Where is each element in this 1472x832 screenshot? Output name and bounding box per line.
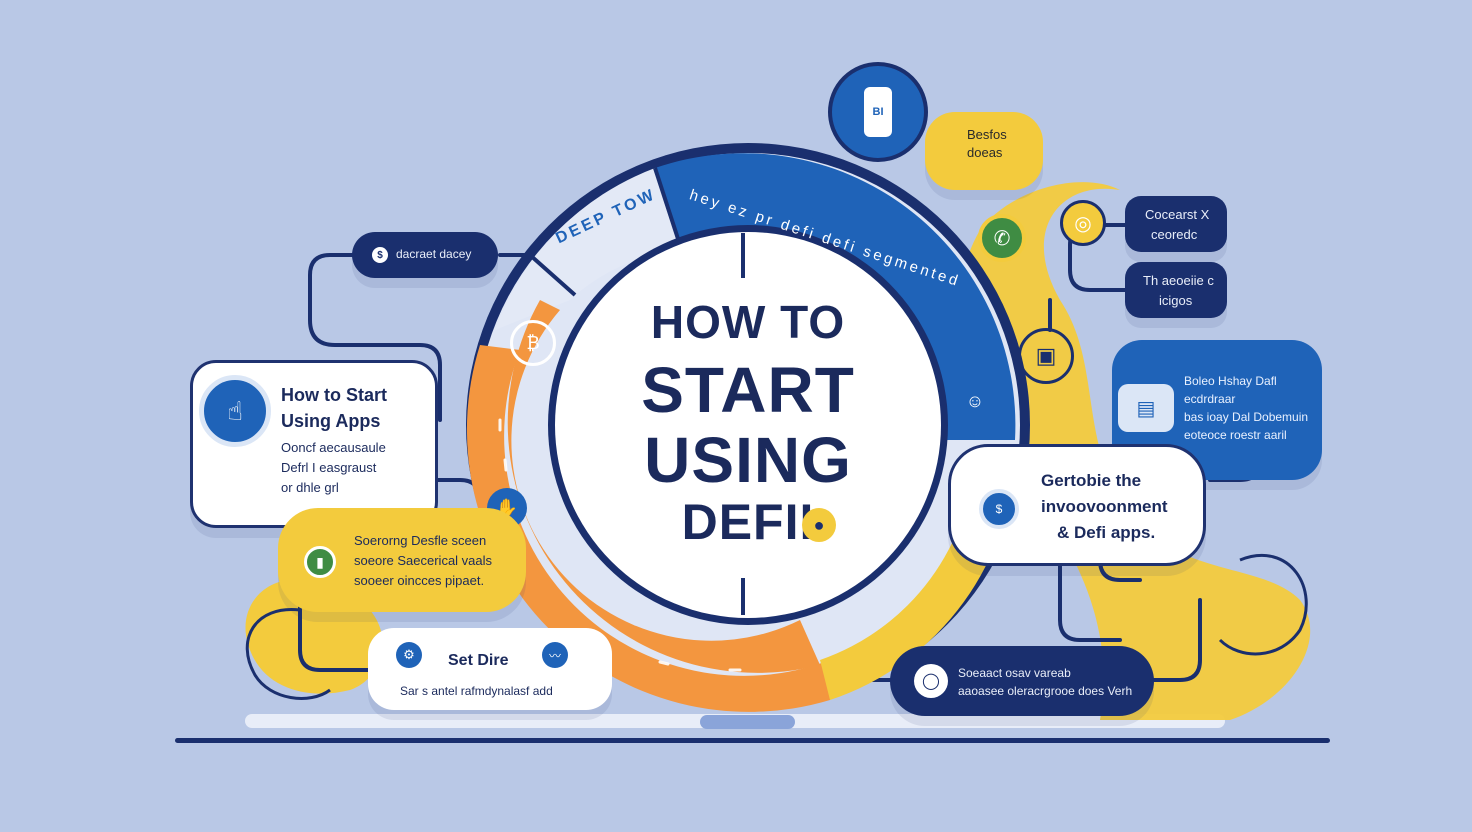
coin-icon: ● [802,508,836,542]
ring-icon: ◯ [914,664,948,698]
title-line-1: HOW TO [650,296,846,348]
how-to-start-body-2: Defrl I easgraust [281,460,377,475]
yellow-left-line-1: Soerorng Desfle sceen [354,533,487,548]
blue-right-line-2: ecdrdraar [1184,392,1236,406]
chart-window-icon: ▣ [1018,328,1074,384]
top-left-pill: $ dacraet dacey [352,232,498,278]
ring-light-segment [495,168,680,330]
get-to-card: $ Gertobie the invoovoonment & Defi apps… [948,444,1206,566]
main-ring [466,143,1030,712]
set-dire-body: Sar s antel rafmdynalasf add [400,684,553,698]
blue-right-line-4: eoteoce roestr aaril [1184,428,1287,442]
dollar-icon: $ [372,247,388,263]
phone-call-icon: ✆ [978,214,1026,262]
get-to-line-2: invoovoonment [1041,497,1168,516]
set-dire-card: ⚙ Set Dire 〰 Sar s antel rafmdynalasf ad… [368,628,612,710]
set-dire-title: Set Dire [448,652,509,669]
how-to-start-body-3: or dhle grl [281,480,339,495]
navy-right-2-line-2: icigos [1159,293,1193,308]
how-to-start-title-2: Using Apps [281,411,381,431]
get-to-line-3: & Defi apps. [1057,523,1156,542]
navy-right-card-1: Cocearst X ceoredc [1125,196,1227,252]
laptop-notch [700,715,795,729]
title-line-3: USING [644,424,852,496]
gear-icon: ⚙ [396,642,422,668]
baseline-line [175,738,1330,743]
orange-coin-icon: ₿ [510,320,556,366]
navy-right-card-2: Th aeoeiie c icigos [1125,262,1227,318]
blue-right-line-1: Boleo Hshay Dafl [1184,374,1277,388]
navy-right-1-line-2: ceoredc [1151,227,1198,242]
navy-right-2-line-1: Th aeoeiie c [1143,273,1214,288]
title-line-4: DEFII [681,494,815,550]
top-yellow-line-2: doeas [967,145,1003,160]
people-icon: ☺ [965,390,985,411]
chart-icon: 〰 [542,642,568,668]
how-to-start-body-1: Ooncf aecausaule [281,440,386,455]
title-line-2: START [641,354,855,426]
yellow-left-card: ▮ Soerorng Desfle sceen soeore Saecerica… [278,508,526,612]
bottom-navy-line-2: aaoasee oleracrgrooe does Verh [958,684,1133,698]
blue-right-line-3: bas ioay Dal Dobemuin [1184,410,1309,424]
dollar-circle-icon: $ [979,489,1019,529]
yellow-left-line-3: sooeer oincces pipaet. [354,573,485,588]
top-yellow-card: Besfos doeas [925,112,1043,190]
yellow-left-line-2: soeore Saecerical vaals [354,553,493,568]
right-leaf-stroke [1218,553,1308,656]
how-to-start-title-1: How to Start [281,385,387,405]
hand-coin-icon: ☝ [199,375,271,447]
navy-right-1-line-1: Cocearst X [1145,207,1210,222]
get-to-line-1: Gertobie the [1041,471,1142,490]
target-icon: ◎ [1060,200,1106,246]
center-title: HOW TO START USING DEFII [578,295,918,555]
top-left-pill-label: dacraet dacey [396,247,472,261]
bottom-navy-line-1: Soeaact osav vareab [958,666,1071,680]
bottom-navy-card: ◯ Soeaact osav vareab aaoasee oleracrgro… [890,646,1154,716]
left-leaf-stroke [245,608,331,700]
right-yellow-blob [958,182,1311,720]
top-yellow-line-1: Besfos [967,127,1007,142]
phone-icon: BI [828,62,928,162]
wallet-icon: ▮ [304,546,336,578]
laptop-icon: ▤ [1118,384,1174,432]
how-to-start-card: ☝ How to Start Using Apps Ooncf aecausau… [190,360,438,528]
